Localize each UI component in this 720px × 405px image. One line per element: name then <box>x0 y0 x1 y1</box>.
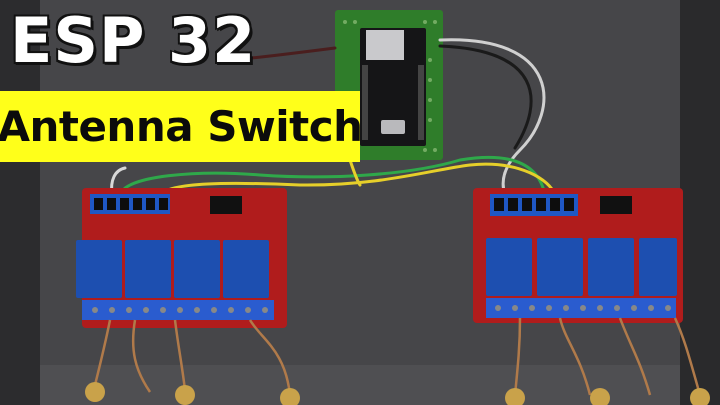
relay-4 <box>223 240 269 298</box>
esp32-shield <box>366 30 404 60</box>
thumbnail-title: ESP 32 <box>10 4 257 77</box>
esp32-perfboard <box>335 10 443 160</box>
relay-3 <box>588 238 634 296</box>
antenna-connectors <box>85 382 710 405</box>
right-relay-board <box>473 188 683 323</box>
relay-1 <box>76 240 122 298</box>
usb-port <box>381 120 405 134</box>
copper-leads <box>93 317 702 396</box>
relay-1 <box>486 238 532 296</box>
subtitle-banner: Antenna Switch <box>0 91 363 162</box>
jumper-wires <box>110 38 557 197</box>
relay-2 <box>125 240 171 298</box>
relay-4 <box>639 238 677 296</box>
thumbnail-subtitle: Antenna Switch <box>0 102 363 151</box>
relay-2 <box>537 238 583 296</box>
relay-3 <box>174 240 220 298</box>
left-relay-board <box>76 188 287 328</box>
